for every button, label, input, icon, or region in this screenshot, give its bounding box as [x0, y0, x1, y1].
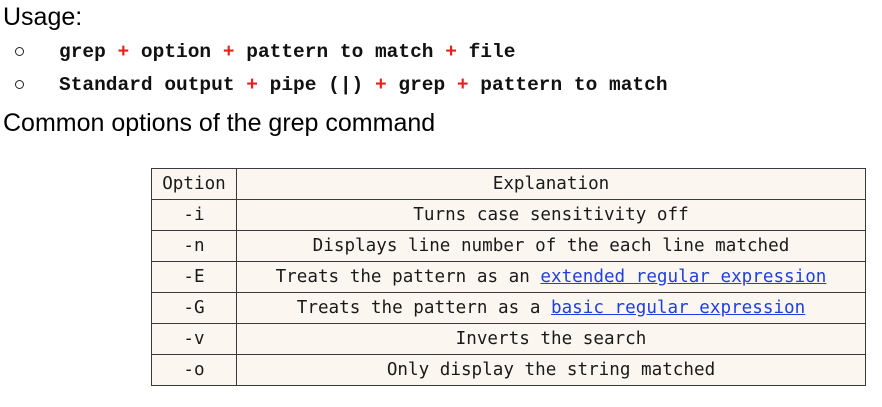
table-header-row: Option Explanation [151, 168, 866, 200]
plus-sign: + [456, 74, 469, 96]
explanation-text: Only display the string matched [386, 360, 716, 380]
option-cell: -v [151, 323, 237, 355]
bullet-part: Standard output [59, 74, 247, 96]
option-cell: -G [151, 292, 237, 324]
hollow-circle-bullet-icon [15, 47, 24, 56]
explanation-cell: Treats the pattern as an extended regula… [236, 261, 866, 293]
option-cell: -n [151, 230, 237, 262]
option-cell: -E [151, 261, 237, 293]
explanation-cell: Displays line number of the each line ma… [236, 230, 866, 262]
plus-sign: + [445, 41, 457, 63]
bullet-part: option [129, 41, 223, 63]
option-cell: -o [151, 354, 237, 386]
table-row: -o Only display the string matched [151, 354, 866, 386]
explanation-cell: Only display the string matched [236, 354, 866, 386]
hollow-circle-bullet-icon [15, 80, 24, 89]
bullet-part: pipe (|) [257, 74, 375, 96]
bullet-part: pattern to match [468, 74, 668, 96]
table-row: -E Treats the pattern as an extended reg… [151, 261, 866, 293]
bullet-text: grep + option + pattern to match + file [59, 41, 515, 63]
column-header-explanation: Explanation [236, 168, 866, 200]
table-row: -i Turns case sensitivity off [151, 199, 866, 231]
grep-options-table: Option Explanation -i Turns case sensiti… [151, 168, 866, 386]
column-header-option: Option [151, 168, 237, 200]
plus-sign: + [246, 74, 258, 96]
option-cell: -i [151, 199, 237, 231]
explanation-text: Treats the pattern as a [296, 298, 551, 318]
bullet-part: file [456, 41, 516, 63]
plus-sign: + [117, 41, 130, 63]
bullet-part: grep [386, 74, 457, 96]
explanation-text: Displays line number of the each line ma… [312, 236, 790, 256]
extended-regex-link[interactable]: extended regular expression [540, 267, 827, 287]
bullet-text: Standard output + pipe (|) + grep + patt… [59, 74, 668, 96]
explanation-text: Turns case sensitivity off [413, 205, 689, 225]
basic-regex-link[interactable]: basic regular expression [551, 298, 806, 318]
explanation-text: Treats the pattern as an [275, 267, 541, 287]
bullet-part: grep [59, 41, 118, 63]
usage-heading: Usage: [3, 3, 83, 31]
explanation-cell: Turns case sensitivity off [236, 199, 866, 231]
plus-sign: + [222, 41, 235, 63]
plus-sign: + [374, 74, 387, 96]
explanation-cell: Inverts the search [236, 323, 866, 355]
bullet-part: pattern to match [234, 41, 446, 63]
table-row: -v Inverts the search [151, 323, 866, 355]
table-row: -G Treats the pattern as a basic regular… [151, 292, 866, 324]
explanation-text: Inverts the search [455, 329, 647, 349]
options-heading: Common options of the grep command [3, 109, 436, 137]
table-row: -n Displays line number of the each line… [151, 230, 866, 262]
explanation-cell: Treats the pattern as a basic regular ex… [236, 292, 866, 324]
